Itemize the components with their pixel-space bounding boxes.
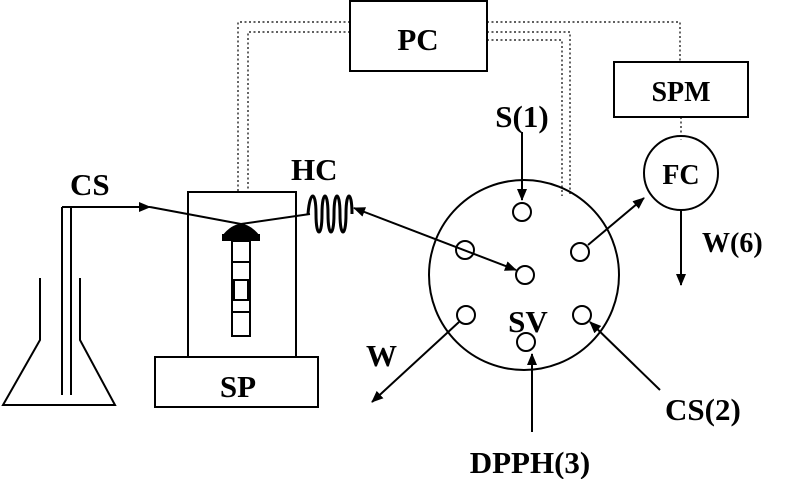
holding-coil [306,194,354,234]
port-lower-left [456,305,476,325]
pc-label: PC [397,22,438,57]
flask [1,207,117,406]
sv-label: SV [508,304,548,339]
spm-label: SPM [651,77,710,108]
port-center [515,265,535,285]
port-lower-right [572,305,592,325]
control-lines [237,21,681,196]
fc-detector: FC [643,135,719,211]
dpph3-label: DPPH(3) [470,445,591,479]
port-right [570,242,590,262]
cs2-label: CS(2) [665,392,741,427]
pc-box: PC [349,0,488,72]
hc-label: HC [291,152,338,187]
sp-label: SP [220,369,256,404]
cs-label: CS [70,167,110,202]
w6-label: W(6) [702,228,763,259]
w-label: W [366,338,397,373]
syringe-pump: SP [154,191,319,408]
spm-box: SPM [613,61,749,118]
s1-label: S(1) [495,99,548,134]
port-1 [512,202,532,222]
selection-valve: SV [428,179,620,371]
fc-label: FC [662,160,699,191]
port-bottom [516,332,536,352]
